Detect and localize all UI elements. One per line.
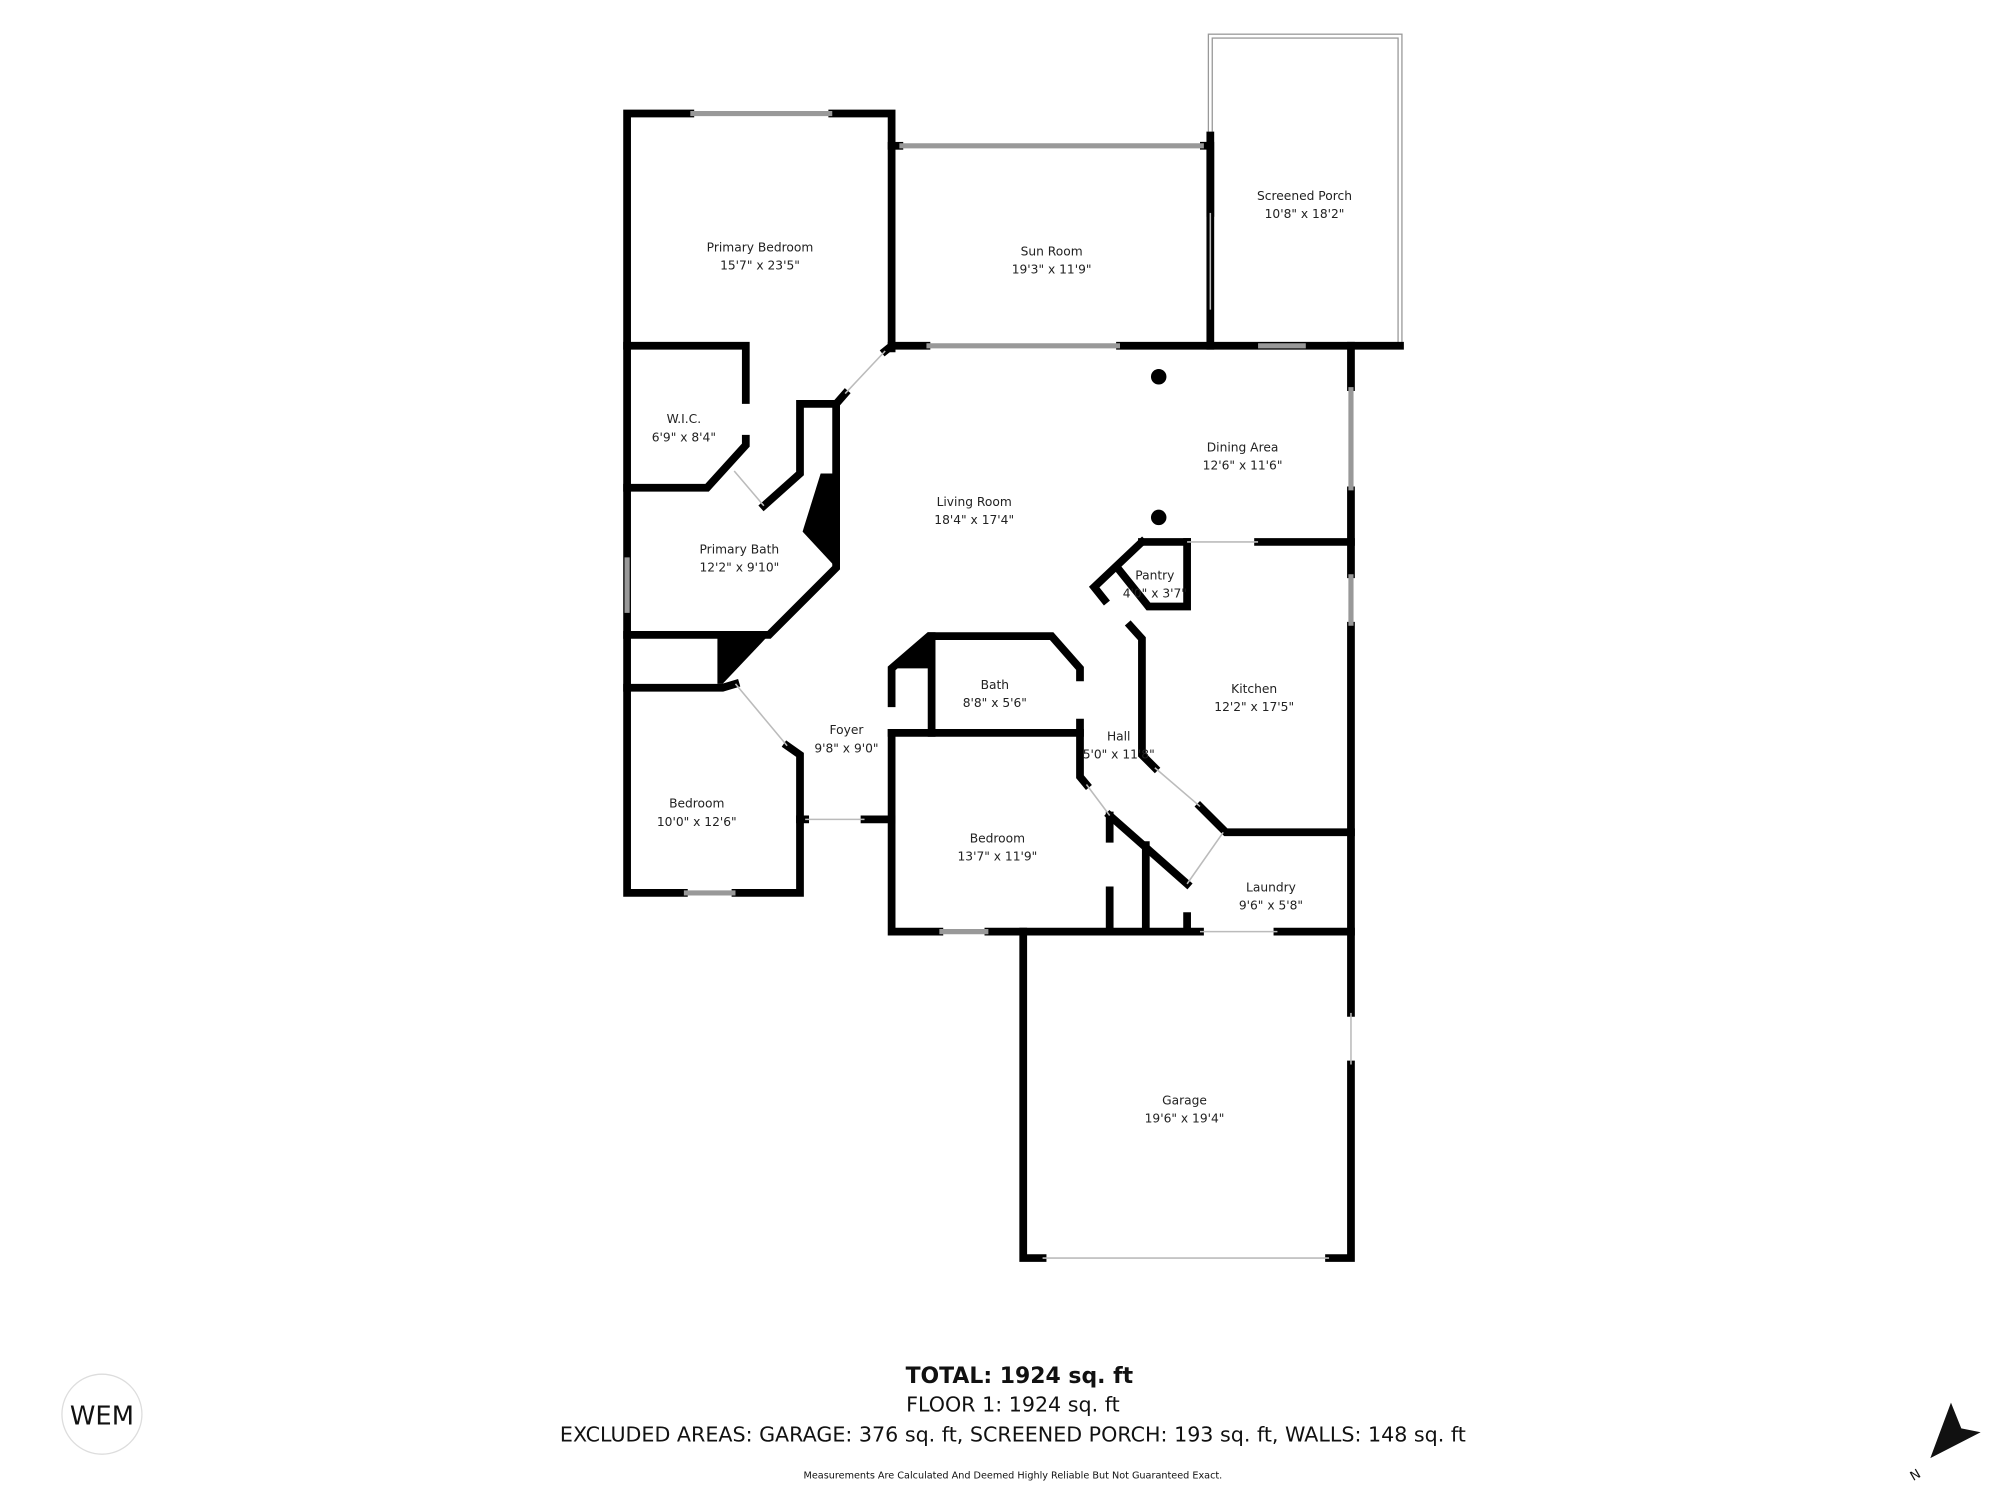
room-bedroom-2: Bedroom 13'7" x 11'9" <box>958 832 1038 864</box>
room-name: Bath <box>981 678 1009 692</box>
room-size: 15'7" x 23'5" <box>720 259 800 273</box>
north-label: N <box>1908 1467 1924 1485</box>
room-name: Primary Bedroom <box>707 241 814 255</box>
room-size: 19'3" x 11'9" <box>1012 263 1092 277</box>
room-bedroom-1: Bedroom 10'0" x 12'6" <box>657 797 737 829</box>
room-pantry: Pantry 4'0" x 3'7" <box>1123 568 1187 600</box>
room-name: W.I.C. <box>667 412 702 426</box>
room-primary-bath: Primary Bath 12'2" x 9'10" <box>699 543 779 575</box>
room-size: 5'0" x 11'8" <box>1083 748 1155 762</box>
windows <box>624 110 1354 935</box>
disclaimer: Measurements Are Calculated And Deemed H… <box>804 1471 1223 1482</box>
walls <box>623 109 1355 1262</box>
room-name: Hall <box>1107 730 1131 744</box>
total-area: TOTAL: 1924 sq. ft <box>906 1364 1134 1389</box>
wem-logo: WEM <box>61 1373 143 1455</box>
room-sun-room: Sun Room 19'3" x 11'9" <box>1012 244 1092 276</box>
floor-area: FLOOR 1: 1924 sq. ft <box>906 1393 1120 1417</box>
room-size: 10'8" x 18'2" <box>1265 207 1345 221</box>
room-wic: W.I.C. 6'9" x 8'4" <box>652 412 716 444</box>
excluded-areas: EXCLUDED AREAS: GARAGE: 376 sq. ft, SCRE… <box>560 1422 1466 1446</box>
room-size: 12'2" x 17'5" <box>1214 700 1294 714</box>
room-name: Laundry <box>1246 881 1296 895</box>
room-size: 6'9" x 8'4" <box>652 430 716 444</box>
door-openings <box>733 212 1352 1259</box>
column <box>1150 369 1167 385</box>
room-size: 9'6" x 5'8" <box>1239 899 1303 913</box>
room-size: 9'8" x 9'0" <box>814 741 878 755</box>
room-bath: Bath 8'8" x 5'6" <box>963 678 1027 710</box>
room-name: Foyer <box>829 723 864 737</box>
room-screened-porch: Screened Porch 10'8" x 18'2" <box>1257 189 1352 221</box>
room-name: Living Room <box>937 495 1012 509</box>
room-size: 12'2" x 9'10" <box>699 561 779 575</box>
room-primary-bedroom: Primary Bedroom 15'7" x 23'5" <box>707 241 814 273</box>
room-size: 4'0" x 3'7" <box>1123 586 1187 600</box>
north-arrow-icon: N <box>1908 1402 1981 1485</box>
room-name: Bedroom <box>970 832 1025 846</box>
logo-text: WEM <box>70 1402 134 1432</box>
room-size: 13'7" x 11'9" <box>958 850 1038 864</box>
room-name: Screened Porch <box>1257 189 1352 203</box>
room-size: 10'0" x 12'6" <box>657 815 737 829</box>
column <box>1150 509 1167 526</box>
room-garage: Garage 19'6" x 19'4" <box>1145 1094 1225 1126</box>
room-name: Garage <box>1162 1094 1207 1108</box>
room-dining-area: Dining Area 12'6" x 11'6" <box>1203 441 1283 473</box>
room-laundry: Laundry 9'6" x 5'8" <box>1239 881 1303 913</box>
room-name: Kitchen <box>1231 682 1277 696</box>
room-foyer: Foyer 9'8" x 9'0" <box>814 723 878 755</box>
room-name: Bedroom <box>669 797 724 811</box>
room-size: 8'8" x 5'6" <box>963 696 1027 710</box>
room-kitchen: Kitchen 12'2" x 17'5" <box>1214 682 1294 714</box>
room-name: Sun Room <box>1021 244 1083 258</box>
room-name: Pantry <box>1135 568 1174 582</box>
room-name: Primary Bath <box>699 543 779 557</box>
room-living-room: Living Room 18'4" x 17'4" <box>934 495 1014 527</box>
room-size: 18'4" x 17'4" <box>934 513 1014 527</box>
room-size: 12'6" x 11'6" <box>1203 459 1283 473</box>
room-name: Dining Area <box>1207 441 1279 455</box>
room-hall: Hall 5'0" x 11'8" <box>1083 730 1155 762</box>
room-size: 19'6" x 19'4" <box>1145 1112 1225 1126</box>
